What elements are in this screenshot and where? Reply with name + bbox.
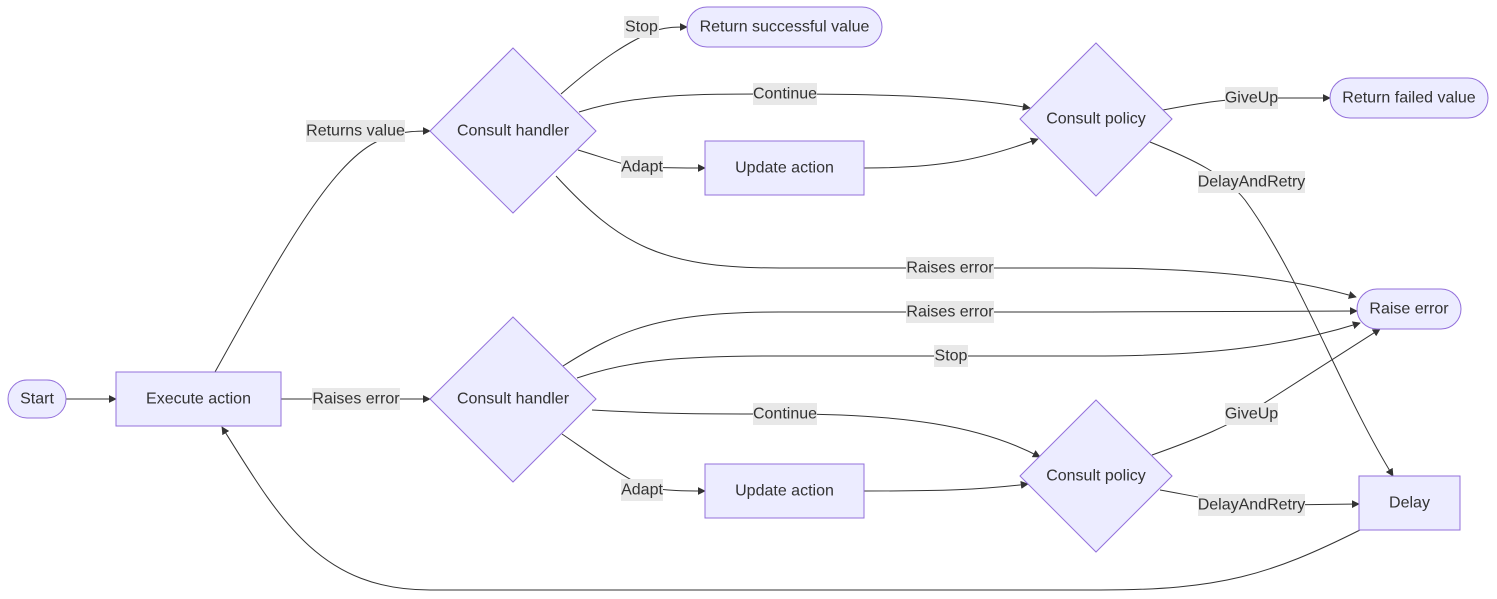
node-execute-action[interactable]: Execute action (115, 371, 282, 427)
node-delay-label: Delay (1389, 495, 1430, 512)
node-return-successful-value[interactable]: Return successful value (686, 6, 883, 48)
edge-delay-execute (221, 426, 1361, 591)
edge-label-adapt-top: Adapt (621, 156, 663, 178)
node-consult-policy-success-label: Consult policy (1046, 111, 1146, 128)
node-start-label: Start (20, 391, 54, 408)
svg-text:Raises error: Raises error (906, 304, 994, 321)
svg-text:GiveUp: GiveUp (1225, 90, 1278, 107)
edge-label-raises-error-exec: Raises error (312, 388, 400, 410)
node-delay[interactable]: Delay (1358, 475, 1461, 531)
edge-label-delayandretry-top: DelayAndRetry (1198, 171, 1306, 193)
edge-label-stop-bottom: Stop (934, 345, 968, 367)
edge-handler2-raises-error (562, 307, 1358, 367)
edge-label-continue-bottom: Continue (753, 403, 817, 425)
edge-execute-returns-value (214, 127, 431, 373)
node-raise-error-label: Raise error (1369, 301, 1449, 318)
edge-update1-policy1 (863, 137, 1039, 169)
edge-policy2-giveup (1151, 328, 1381, 456)
node-consult-handler-success-label: Consult handler (457, 123, 570, 140)
node-update-action-success[interactable]: Update action (704, 140, 865, 196)
svg-text:Continue: Continue (753, 406, 817, 423)
node-start[interactable]: Start (7, 379, 67, 419)
node-return-failed-value[interactable]: Return failed value (1329, 77, 1489, 119)
edge-label-raises-error-bottom: Raises error (906, 301, 994, 323)
svg-text:Adapt: Adapt (621, 159, 663, 176)
svg-text:GiveUp: GiveUp (1225, 406, 1278, 423)
node-return-successful-value-label: Return successful value (700, 19, 870, 36)
node-consult-handler-error-label: Consult handler (457, 391, 570, 408)
node-update-action-success-label: Update action (735, 160, 834, 177)
svg-text:Adapt: Adapt (621, 482, 663, 499)
node-consult-policy-error-label: Consult policy (1046, 468, 1146, 485)
node-consult-handler-error[interactable]: Consult handler (429, 316, 597, 483)
edge-policy1-delayandretry (1149, 141, 1394, 477)
edge-label-stop-top: Stop (624, 16, 659, 38)
node-execute-action-label: Execute action (146, 391, 251, 408)
node-update-action-error-label: Update action (735, 483, 834, 500)
svg-text:Stop: Stop (935, 348, 968, 365)
svg-text:DelayAndRetry: DelayAndRetry (1198, 497, 1306, 514)
node-update-action-error[interactable]: Update action (704, 463, 865, 519)
edge-label-returns-value: Returns value (306, 120, 405, 142)
node-consult-handler-success[interactable]: Consult handler (429, 47, 597, 214)
node-consult-policy-error[interactable]: Consult policy (1019, 399, 1173, 553)
edge-label-adapt-bottom: Adapt (621, 479, 663, 501)
edge-handler2-stop (576, 321, 1361, 379)
edge-label-giveup-top: GiveUp (1225, 87, 1278, 109)
edge-label-giveup-bottom: GiveUp (1225, 403, 1278, 425)
edge-label-raises-error-top: Raises error (906, 257, 994, 279)
edge-update2-policy2 (863, 480, 1029, 492)
svg-text:Returns value: Returns value (306, 123, 405, 140)
svg-text:Raises error: Raises error (312, 391, 400, 408)
node-return-failed-value-label: Return failed value (1342, 90, 1476, 107)
edge-label-delayandretry-bottom: DelayAndRetry (1198, 494, 1306, 516)
node-raise-error[interactable]: Raise error (1356, 288, 1462, 330)
svg-text:Raises error: Raises error (906, 260, 994, 277)
svg-text:Stop: Stop (625, 19, 658, 36)
edge-label-continue-top: Continue (753, 83, 817, 105)
node-consult-policy-success[interactable]: Consult policy (1019, 42, 1173, 197)
edge-labels: Returns value Raises error Stop Continue… (306, 16, 1305, 516)
svg-text:DelayAndRetry: DelayAndRetry (1198, 174, 1306, 191)
svg-text:Continue: Continue (753, 86, 817, 103)
nodes: Start Execute action Consult handler Con… (7, 6, 1489, 553)
